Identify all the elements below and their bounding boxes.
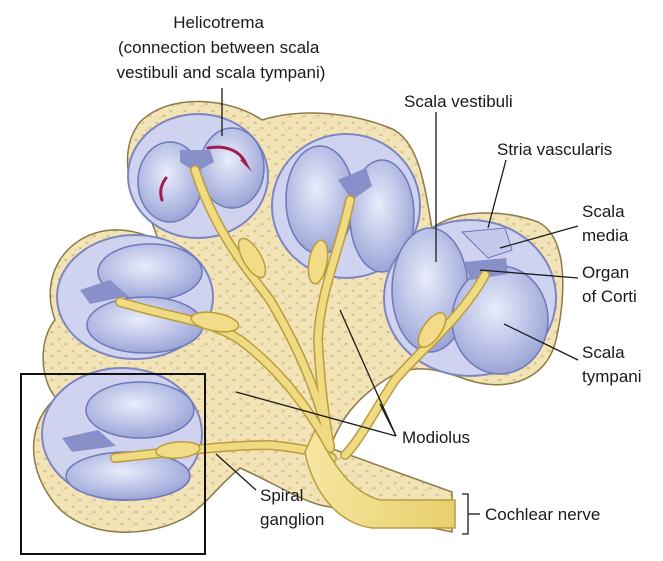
- cochlear-nerve-trunk: [304, 428, 456, 529]
- label-spiral-ganglion: Spiral ganglion: [260, 486, 324, 529]
- label-scala-media: Scala media: [582, 202, 629, 245]
- detail-box: [20, 373, 206, 555]
- labels: Helicotrema (connection between scala ve…: [117, 13, 642, 529]
- arrow-head-icon: [240, 158, 252, 172]
- label-organ-of-corti: Organ of Corti: [582, 263, 637, 306]
- leader-lines: [215, 88, 579, 535]
- label-modiolus: Modiolus: [402, 428, 470, 447]
- label-scala-vestibuli: Scala vestibuli: [404, 92, 513, 111]
- label-helicotrema: Helicotrema (connection between scala ve…: [117, 13, 326, 82]
- spiral-ganglia: [155, 237, 447, 459]
- basal-left-turn: [41, 367, 203, 501]
- label-stria-vascularis: Stria vascularis: [497, 140, 612, 159]
- middle-left-turn: [56, 234, 214, 360]
- label-cochlear-nerve: Cochlear nerve: [485, 505, 600, 524]
- label-scala-tympani: Scala tympani: [582, 343, 642, 386]
